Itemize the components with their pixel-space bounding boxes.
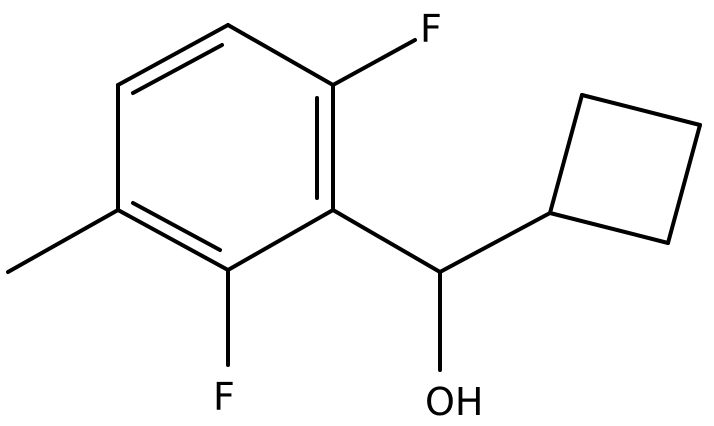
methyl-bond [6,208,120,274]
fluorine-label-top: F [420,7,442,51]
hydroxyl-label: OH [425,380,483,424]
ring-bond [116,23,230,87]
cyclobutane-bond [666,123,702,245]
ring-bond [226,23,335,87]
cyclobutane-bond [548,93,584,215]
fluorine-bond-top [331,38,417,87]
ring-double-bond [131,201,222,252]
ring-bond [226,208,335,272]
cyclobutane-bond [580,93,702,127]
cyclobutane-bond [548,211,670,245]
ring-double-bond [131,43,224,95]
fluorine-label-bottom: F [213,375,235,419]
cyclobutyl-link-bond [438,211,552,274]
ring-bond [116,208,230,272]
carbinol-bond [331,208,442,274]
